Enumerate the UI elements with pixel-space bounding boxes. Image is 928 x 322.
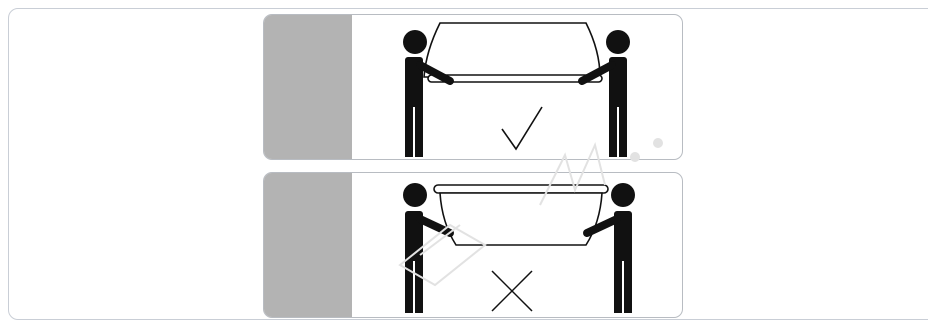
panel-incorrect-carry [263,172,683,318]
panel-correct-carry [263,14,683,160]
incorrect-carry-illustration [264,173,683,318]
correct-carry-illustration [264,15,683,160]
cross-icon [492,271,532,311]
checkmark-icon [502,107,542,149]
